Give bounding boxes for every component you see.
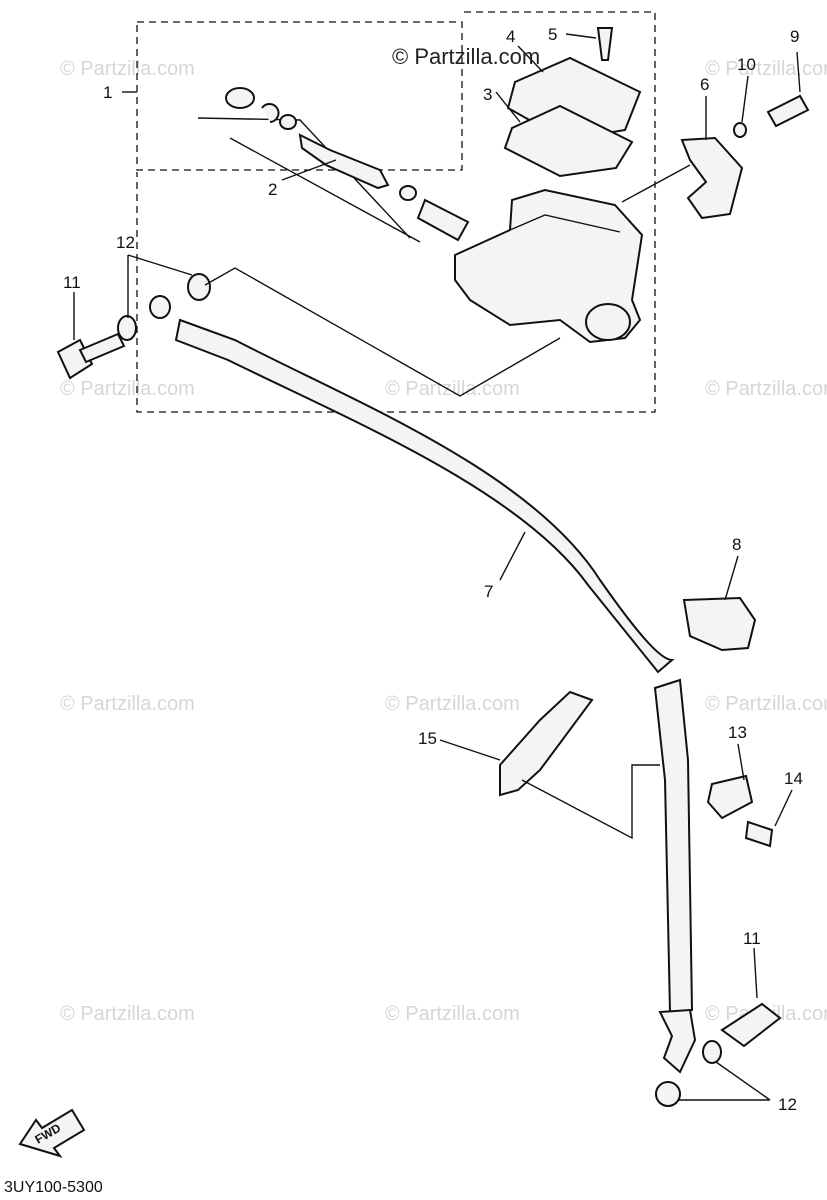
callout-6: 6 [700, 75, 709, 94]
lower-banjo-parts [655, 1002, 782, 1107]
watermark-group: © Partzilla.com © Partzilla.com © Partzi… [60, 58, 827, 1025]
partzilla-credit: © Partzilla.com [392, 44, 540, 69]
callout-15: 15 [418, 729, 437, 748]
callout-9: 9 [790, 27, 799, 46]
assembly-boundary-outline [136, 11, 656, 413]
watermark: © Partzilla.com [60, 378, 195, 400]
brake-hose-lower [653, 678, 694, 1014]
callout-4: 4 [506, 27, 515, 46]
callout-2: 2 [268, 180, 277, 199]
callout-12-lower: 12 [778, 1095, 797, 1114]
kit-boundary-outline [136, 21, 463, 171]
watermark: © Partzilla.com [60, 1003, 195, 1025]
watermark: © Partzilla.com [385, 693, 520, 715]
watermark: © Partzilla.com [705, 693, 827, 715]
callout-10: 10 [737, 55, 756, 74]
reservoir-cap-parts [503, 27, 642, 178]
callout-7: 7 [484, 582, 493, 601]
callout-8: 8 [732, 535, 741, 554]
callout-14: 14 [784, 769, 803, 788]
diagram-code: 3UY100-5300 [4, 1179, 103, 1196]
watermark: © Partzilla.com [385, 1003, 520, 1025]
callout-11-lower: 11 [743, 929, 761, 948]
callout-3: 3 [483, 85, 492, 104]
hose-holder [706, 774, 754, 820]
watermark: © Partzilla.com [60, 58, 195, 80]
callout-12-upper: 12 [116, 233, 135, 252]
leader-lines [73, 45, 801, 999]
hose-guide [499, 690, 594, 797]
callout-13: 13 [728, 723, 747, 742]
callout-1: 1 [103, 83, 112, 102]
watermark: © Partzilla.com [705, 58, 827, 80]
hose-clamp [682, 596, 757, 652]
watermark: © Partzilla.com [60, 693, 195, 715]
forward-direction-badge: FWD [18, 1108, 86, 1158]
brake-hose-upper [174, 318, 675, 674]
piston-kit-parts [197, 87, 470, 243]
master-cylinder-body [454, 188, 644, 344]
callout-11-upper: 11 [63, 273, 81, 292]
holder-parts [621, 94, 810, 220]
upper-banjo-parts [56, 254, 561, 397]
watermark: © Partzilla.com [385, 378, 520, 400]
watermark: © Partzilla.com [705, 378, 827, 400]
callout-numbers: 1 2 3 4 5 6 7 8 9 10 11 11 12 12 13 14 1… [63, 25, 803, 1114]
callout-5: 5 [548, 25, 557, 44]
